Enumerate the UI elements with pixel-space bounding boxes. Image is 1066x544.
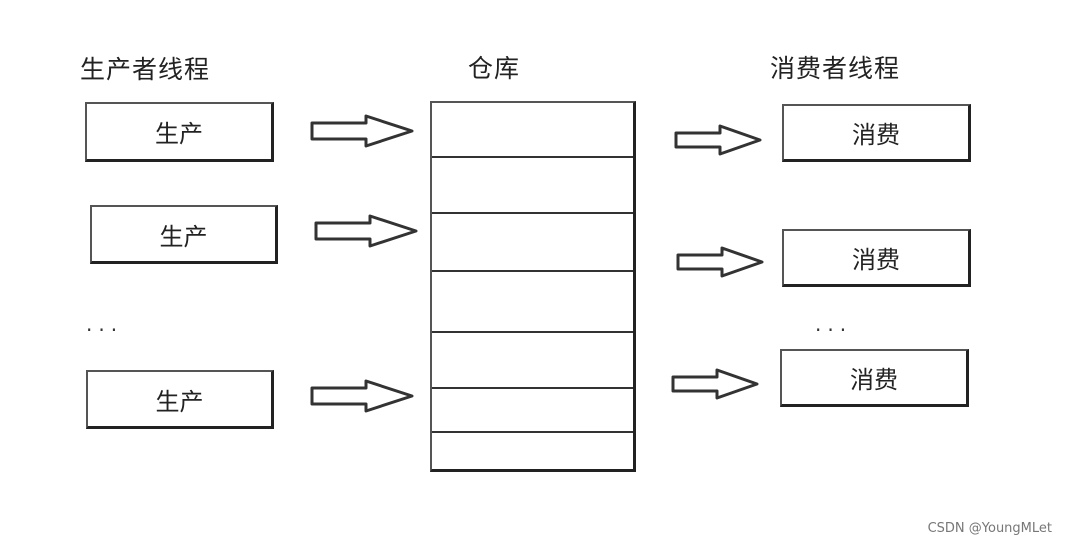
warehouse-slot-divider [432, 387, 633, 389]
warehouse-buffer [430, 101, 636, 472]
producer-threads-heading: 生产者线程 [80, 55, 211, 84]
warehouse-slot-divider [432, 331, 633, 333]
warehouse-slot-divider [432, 212, 633, 214]
warehouse-slot-divider [432, 431, 633, 433]
producer-arrow-1 [310, 114, 414, 148]
consumer-box-2: 消费 [782, 229, 971, 287]
consumer-arrow-2 [676, 246, 764, 278]
consumer-box-label: 消费 [852, 246, 900, 274]
consumer-ellipsis: ... [815, 312, 853, 336]
consumer-threads-heading: 消费者线程 [770, 54, 901, 83]
producer-box-label: 生产 [159, 222, 208, 251]
producer-box-2: 生产 [90, 205, 278, 264]
producer-box-label: 生产 [155, 120, 203, 148]
consumer-box-1: 消费 [782, 104, 971, 162]
producer-arrow-3 [310, 379, 414, 413]
warehouse-heading: 仓库 [468, 54, 521, 83]
warehouse-slot-divider [432, 270, 633, 272]
consumer-arrow-1 [674, 124, 762, 156]
warehouse-slot-divider [432, 156, 633, 158]
producer-box-1: 生产 [85, 102, 274, 162]
producer-box-label: 生产 [155, 387, 204, 416]
producer-ellipsis: ... [86, 312, 124, 336]
consumer-box-label: 消费 [850, 366, 898, 394]
consumer-arrow-3 [671, 368, 759, 400]
consumer-box-label: 消费 [852, 121, 900, 149]
producer-arrow-2 [314, 214, 418, 248]
consumer-box-3: 消费 [780, 349, 969, 407]
watermark: CSDN @YoungMLet [927, 521, 1052, 536]
producer-box-3: 生产 [86, 370, 274, 429]
